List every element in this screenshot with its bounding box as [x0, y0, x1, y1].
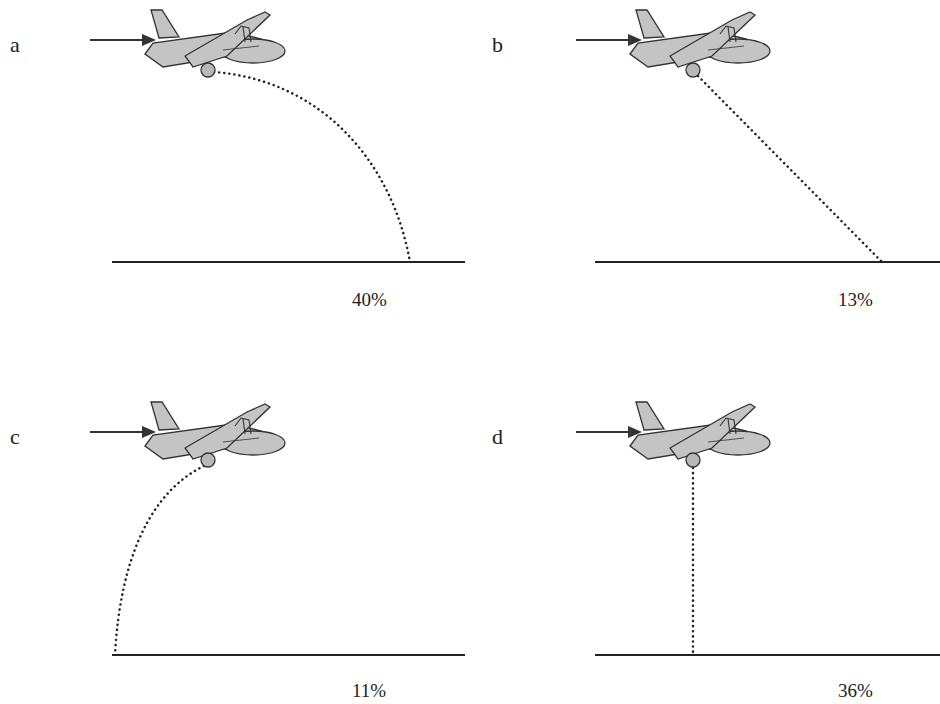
airplane — [145, 10, 285, 67]
trajectory — [115, 466, 204, 655]
ground-line — [595, 654, 940, 656]
direction-arrow — [90, 34, 156, 46]
panel-letter: a — [10, 34, 20, 56]
direction-arrow — [90, 426, 156, 438]
ball — [201, 453, 215, 467]
direction-arrow — [576, 426, 642, 438]
percentage: 13% — [838, 290, 873, 309]
ground-line — [112, 654, 465, 656]
percentage: 40% — [352, 290, 387, 309]
ground-line — [112, 261, 465, 263]
airplane — [630, 10, 770, 67]
trajectory — [214, 72, 410, 262]
trajectory — [692, 468, 695, 655]
panel-letter: b — [492, 34, 503, 56]
airplane — [145, 402, 285, 459]
trajectory — [698, 76, 882, 262]
direction-arrow — [576, 34, 642, 46]
percentage: 11% — [352, 681, 386, 700]
ball — [686, 63, 700, 77]
panel-letter: c — [10, 426, 20, 448]
percentage: 36% — [838, 681, 873, 700]
ground-line — [595, 261, 940, 263]
panel-letter: d — [492, 426, 503, 448]
airplane — [630, 402, 770, 459]
ball — [686, 453, 700, 467]
ball — [201, 63, 215, 77]
